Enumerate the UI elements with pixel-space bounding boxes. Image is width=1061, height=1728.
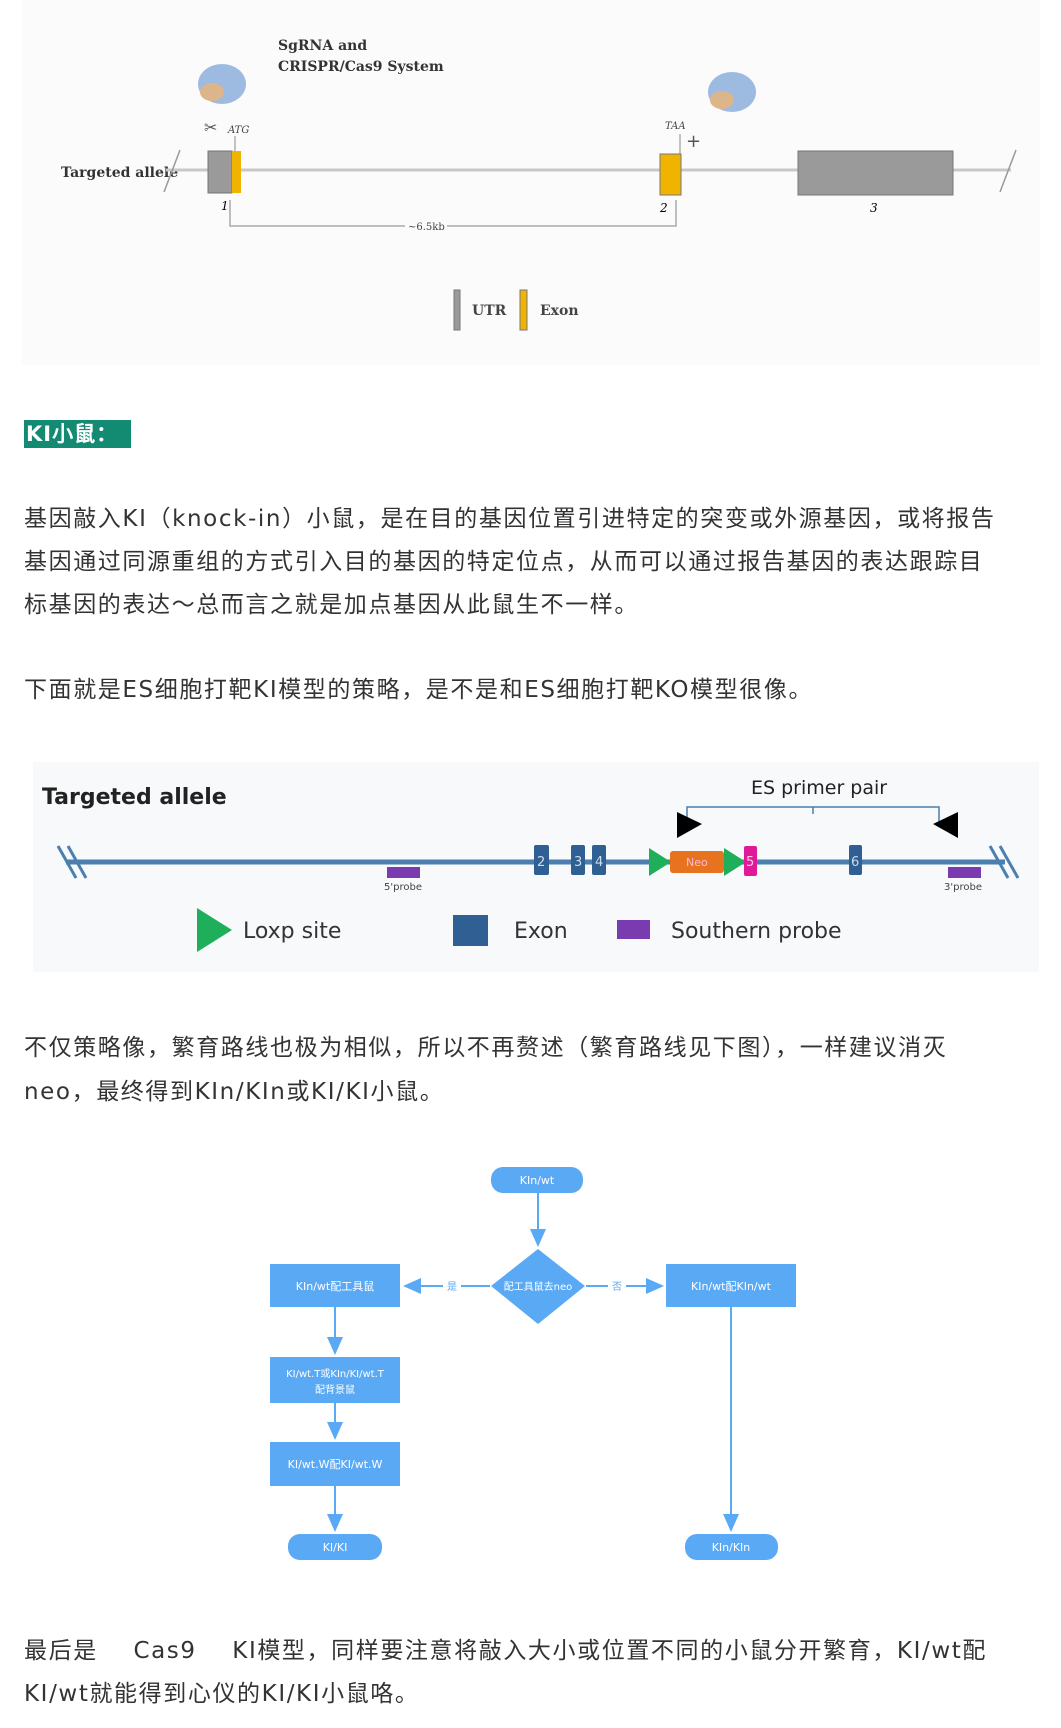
cut-site-icon: + [686,131,701,152]
flow-decision-node [491,1249,585,1324]
flow-decision-label: 配工具鼠去neo [504,1280,573,1293]
flow-node-label: 配背景鼠 [315,1383,355,1396]
exon-block [571,845,585,875]
exon-number: 6 [851,855,859,870]
utr-legend-label: UTR [472,303,507,319]
probe-legend-swatch [617,920,650,939]
exon-number: 5 [746,855,754,870]
paragraph-line: neo，最终得到KIn/KIn或KI/KI小鼠。 [24,1079,445,1105]
exon-block [744,846,757,876]
exon-number: 3 [574,855,582,870]
distance-label: ~6.5kb [408,222,445,233]
flow-start-node [491,1167,583,1193]
loxp-site-icon [649,848,671,876]
exon-legend-swatch [519,289,528,331]
utr-block [797,150,954,196]
breeding-flowchart: KIn/wt 配工具鼠去neo 是 否 KIn/wt配工具鼠 KI/wt.T或K… [270,1167,796,1560]
reverse-primer-icon [933,812,958,838]
flow-end-node [685,1534,778,1560]
exon-block [592,845,606,875]
utr-block [207,150,233,194]
loxp-legend-icon [197,908,232,952]
exon-number: 3 [870,201,878,215]
flow-end-node [288,1534,382,1560]
exon-legend-label: Exon [540,303,579,319]
flow-node-label: KI/wt.W配KI/wt.W [288,1458,383,1471]
exon-block [534,845,549,875]
flow-node [270,1264,400,1307]
allele-label: Targeted allele [61,165,178,181]
probe-label: 5'probe [384,882,422,893]
southern-probe [948,867,981,878]
scissors-icon: ✂ [204,118,217,137]
paragraph-line: 基因敲入KI（knock-in）小鼠，是在目的基因位置引进特定的突变或外源基因，… [24,506,996,532]
section-tag-ki-mouse: KI小鼠： [24,420,131,448]
probe-label: 3'probe [944,882,982,893]
es-targeting-diagram: Targeted allele ES primer pair 5'probe 3… [33,762,1039,972]
paragraph-line: 下面就是ES细胞打靶KI模型的策略，是不是和ES细胞打靶KO模型很像。 [24,677,814,703]
neo-cassette [670,851,724,873]
exon-legend-swatch [453,915,488,946]
flow-yes-label: 是 [447,1281,457,1293]
flow-node [270,1442,400,1486]
paragraph-line: 最后是 Cas9 KI模型，同样要注意将敲入大小或位置不同的小鼠分开繁育，KI/… [24,1638,987,1664]
crispr-ki-diagram: SgRNA and CRISPR/Cas9 System ✂ ATG TAA +… [22,0,1040,365]
exon-number: 2 [537,855,545,870]
exon-number: 4 [595,855,603,870]
paragraph-line: KI/wt就能得到心仪的KI/KI小鼠咯。 [24,1681,420,1707]
exon-block [659,153,682,196]
primer-pair-label: ES primer pair [751,777,887,799]
neo-label: Neo [686,856,708,869]
flow-start-label: KIn/wt [520,1174,555,1187]
exon-block [849,845,862,875]
flow-node-label: KI/wt.T或KIn/KI/wt.T [286,1368,385,1380]
flow-node [270,1357,400,1403]
flow-end-label: KIn/KIn [712,1541,751,1554]
flow-node-label: KIn/wt配工具鼠 [296,1279,374,1293]
cas9-protein-icon [708,72,756,112]
crispr-title-line2: CRISPR/Cas9 System [278,59,444,75]
allele-label: Targeted allele [42,785,227,810]
exon-number: 1 [221,199,229,213]
forward-primer-icon [677,812,702,838]
southern-probe [387,867,420,878]
probe-legend-label: Southern probe [671,919,842,944]
paragraph-line: 基因通过同源重组的方式引入目的基因的特定位点，从而可以通过报告基因的表达跟踪目 [24,549,984,575]
paragraph-line: 不仅策略像，繁育路线也极为相似，所以不再赘述（繁育路线见下图），一样建议消灭 [24,1035,948,1061]
loxp-legend-label: Loxp site [243,919,341,944]
paragraph-line: 标基因的表达～总而言之就是加点基因从此鼠生不一样。 [24,592,639,618]
loxp-site-icon [724,848,746,876]
crispr-title-line1: SgRNA and [278,38,367,54]
utr-legend-swatch [453,289,461,331]
exon-number: 2 [659,201,668,215]
cas9-protein-icon [198,64,246,104]
flow-node-label: KIn/wt配KIn/wt [691,1280,772,1293]
exon-legend-label: Exon [514,919,568,944]
flow-end-label: KI/KI [323,1541,348,1554]
exon-block [232,151,241,193]
taa-label: TAA [665,121,686,132]
flow-node [666,1264,796,1307]
atg-label: ATG [227,125,249,136]
flow-no-label: 否 [612,1281,622,1293]
